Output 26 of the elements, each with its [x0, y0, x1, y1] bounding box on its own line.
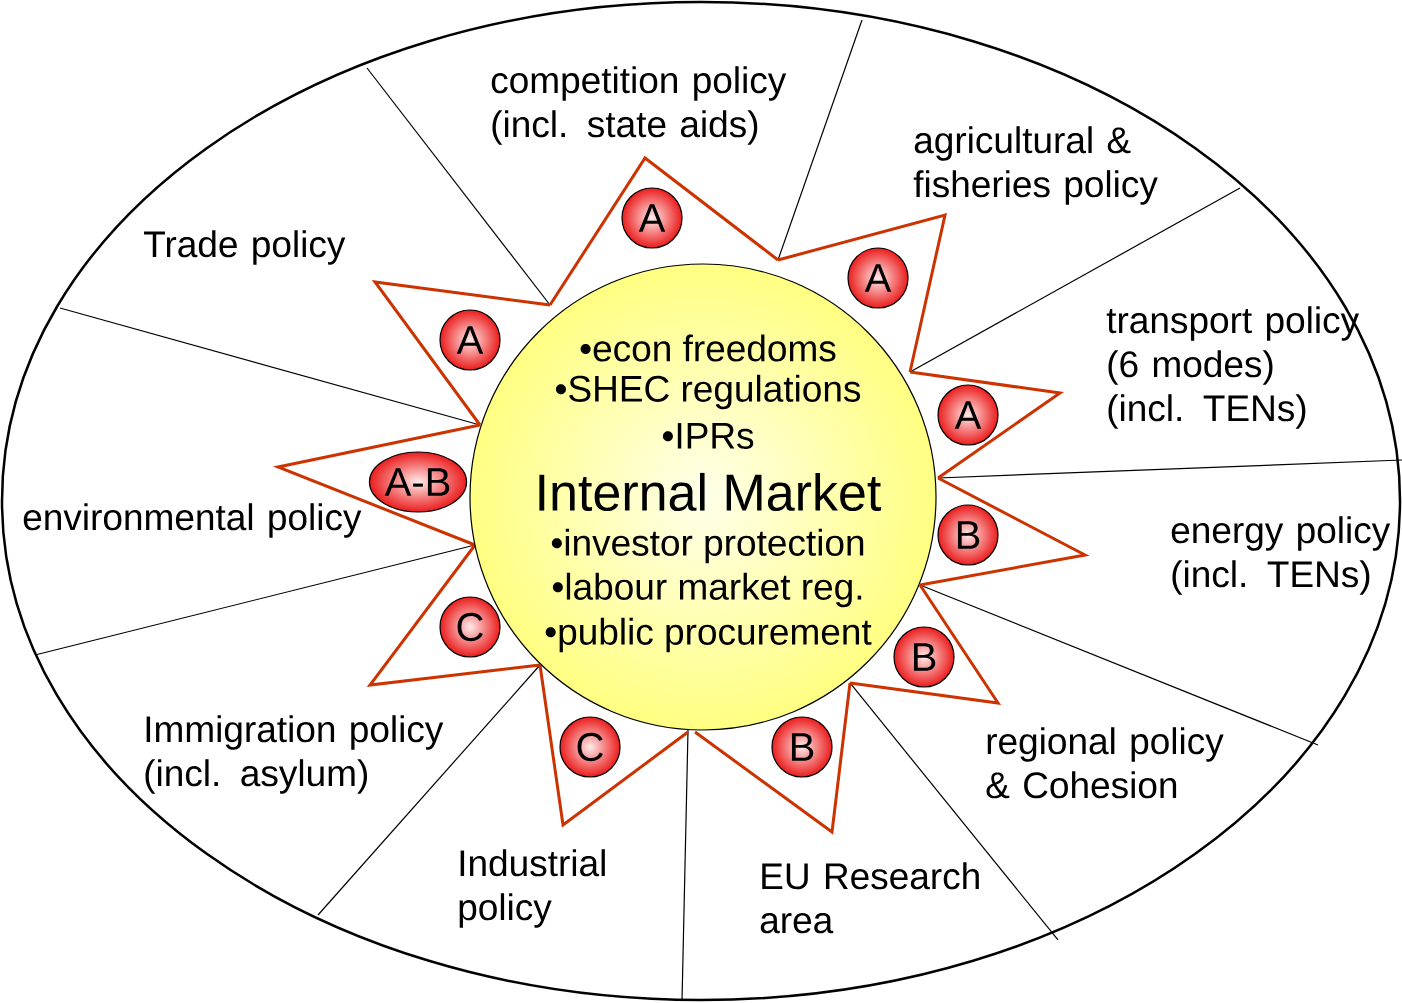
- letter-badge: A-B: [368, 451, 468, 513]
- bullet-item: •SHEC regulations: [555, 374, 861, 410]
- bullet-item: •public procurement: [545, 617, 872, 653]
- letter-badge: A: [439, 309, 501, 371]
- bullet-item: •labour market reg.: [552, 572, 862, 608]
- market-title: Internal Market: [539, 472, 881, 512]
- policy-label: agricultural & fisheries policy: [913, 126, 1158, 205]
- bullet-item: •investor protection: [551, 528, 864, 564]
- policy-label: regional policy & Cohesion: [986, 727, 1224, 799]
- policy-label: Trade policy: [144, 230, 346, 265]
- letter-badge: A: [847, 247, 909, 309]
- letter-badge: C: [559, 716, 621, 778]
- policy-label: environmental policy: [23, 503, 362, 538]
- letter-badge: A: [621, 187, 683, 249]
- letter-badge: A: [937, 384, 999, 446]
- letter-badge: B: [893, 626, 955, 688]
- policy-label: energy policy (incl. TENs): [1171, 516, 1391, 595]
- letter-badge: B: [771, 716, 833, 778]
- bullet-item: •IPRs: [662, 423, 754, 449]
- policy-label: Industrial policy: [459, 849, 605, 928]
- bullet-item: •econ freedoms: [580, 334, 836, 362]
- policy-label: EU Research area: [760, 862, 979, 934]
- letter-badge: B: [937, 504, 999, 566]
- policy-label: Immigration policy (incl. asylum): [145, 715, 444, 794]
- policy-label: competition policy (incl. state aids): [491, 66, 787, 145]
- letter-badge: C: [439, 596, 501, 658]
